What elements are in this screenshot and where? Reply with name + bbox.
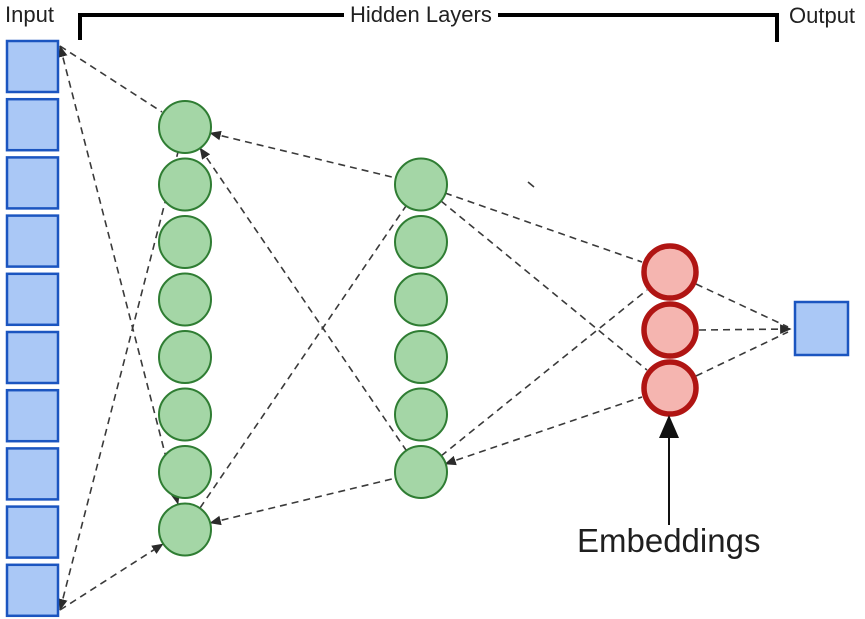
input-node xyxy=(5,214,60,268)
hidden1-node xyxy=(158,330,212,384)
stray-mark xyxy=(527,181,535,188)
hidden1-node xyxy=(158,387,212,442)
hidden2-node xyxy=(394,157,448,212)
embeddings-arrowhead-icon xyxy=(659,415,679,438)
emb-top-to-output xyxy=(695,283,789,328)
input-node xyxy=(5,156,60,210)
hidden-layer-2 xyxy=(394,157,448,499)
h2-bottom-to-emb-top xyxy=(440,289,648,457)
input-layer xyxy=(5,39,60,618)
connections-group xyxy=(58,45,792,611)
input-label: Input xyxy=(5,2,54,27)
hidden1-node xyxy=(158,272,212,327)
embedding-node xyxy=(641,359,699,417)
input-top-to-h1-bottom xyxy=(58,45,180,505)
output-label: Output xyxy=(789,3,856,28)
hidden2-node xyxy=(394,387,448,442)
hidden2-node xyxy=(394,445,448,499)
input-node xyxy=(5,272,60,327)
hidden1-node xyxy=(158,157,212,212)
emb-middle-to-output xyxy=(698,324,792,334)
h2-bottom-to-emb-bottom xyxy=(444,396,643,466)
hidden2-node xyxy=(394,215,448,269)
h1-top-to-h2-bottom xyxy=(199,147,407,451)
h1-bottom-to-h2-bottom xyxy=(209,477,397,526)
hidden2-node xyxy=(394,272,448,327)
output-layer xyxy=(793,300,850,357)
embeddings-label: Embeddings xyxy=(577,522,761,559)
input-node xyxy=(5,563,60,618)
input-node xyxy=(5,330,60,385)
h2-top-to-emb-bottom xyxy=(440,200,648,371)
hidden-layers-label: Hidden Layers xyxy=(344,2,498,28)
input-node xyxy=(5,97,60,152)
embedding-layer xyxy=(641,243,699,417)
hidden1-node xyxy=(158,445,212,499)
input-node xyxy=(5,388,60,443)
h2-top-to-emb-top xyxy=(444,192,643,263)
hidden1-node xyxy=(158,215,212,269)
output-node xyxy=(793,300,850,357)
hidden1-node xyxy=(158,502,212,557)
embeddings-arrow xyxy=(659,415,679,525)
input-bottom-to-h1-top xyxy=(58,151,179,611)
emb-bottom-to-output xyxy=(695,331,789,377)
h1-bottom-to-h2-top xyxy=(199,205,407,509)
hidden2-node xyxy=(394,330,448,384)
input-top-to-h1-top xyxy=(59,45,163,113)
nodes-group xyxy=(5,39,850,618)
input-bottom-to-h1-bottom xyxy=(59,543,164,611)
input-node xyxy=(5,505,60,559)
hidden-layer-1 xyxy=(158,100,212,557)
hidden1-node xyxy=(158,100,212,154)
input-node xyxy=(5,39,60,94)
embedding-node xyxy=(641,301,699,359)
h1-top-to-h2-top xyxy=(209,130,397,179)
embedding-node xyxy=(641,243,699,301)
input-node xyxy=(5,447,60,501)
